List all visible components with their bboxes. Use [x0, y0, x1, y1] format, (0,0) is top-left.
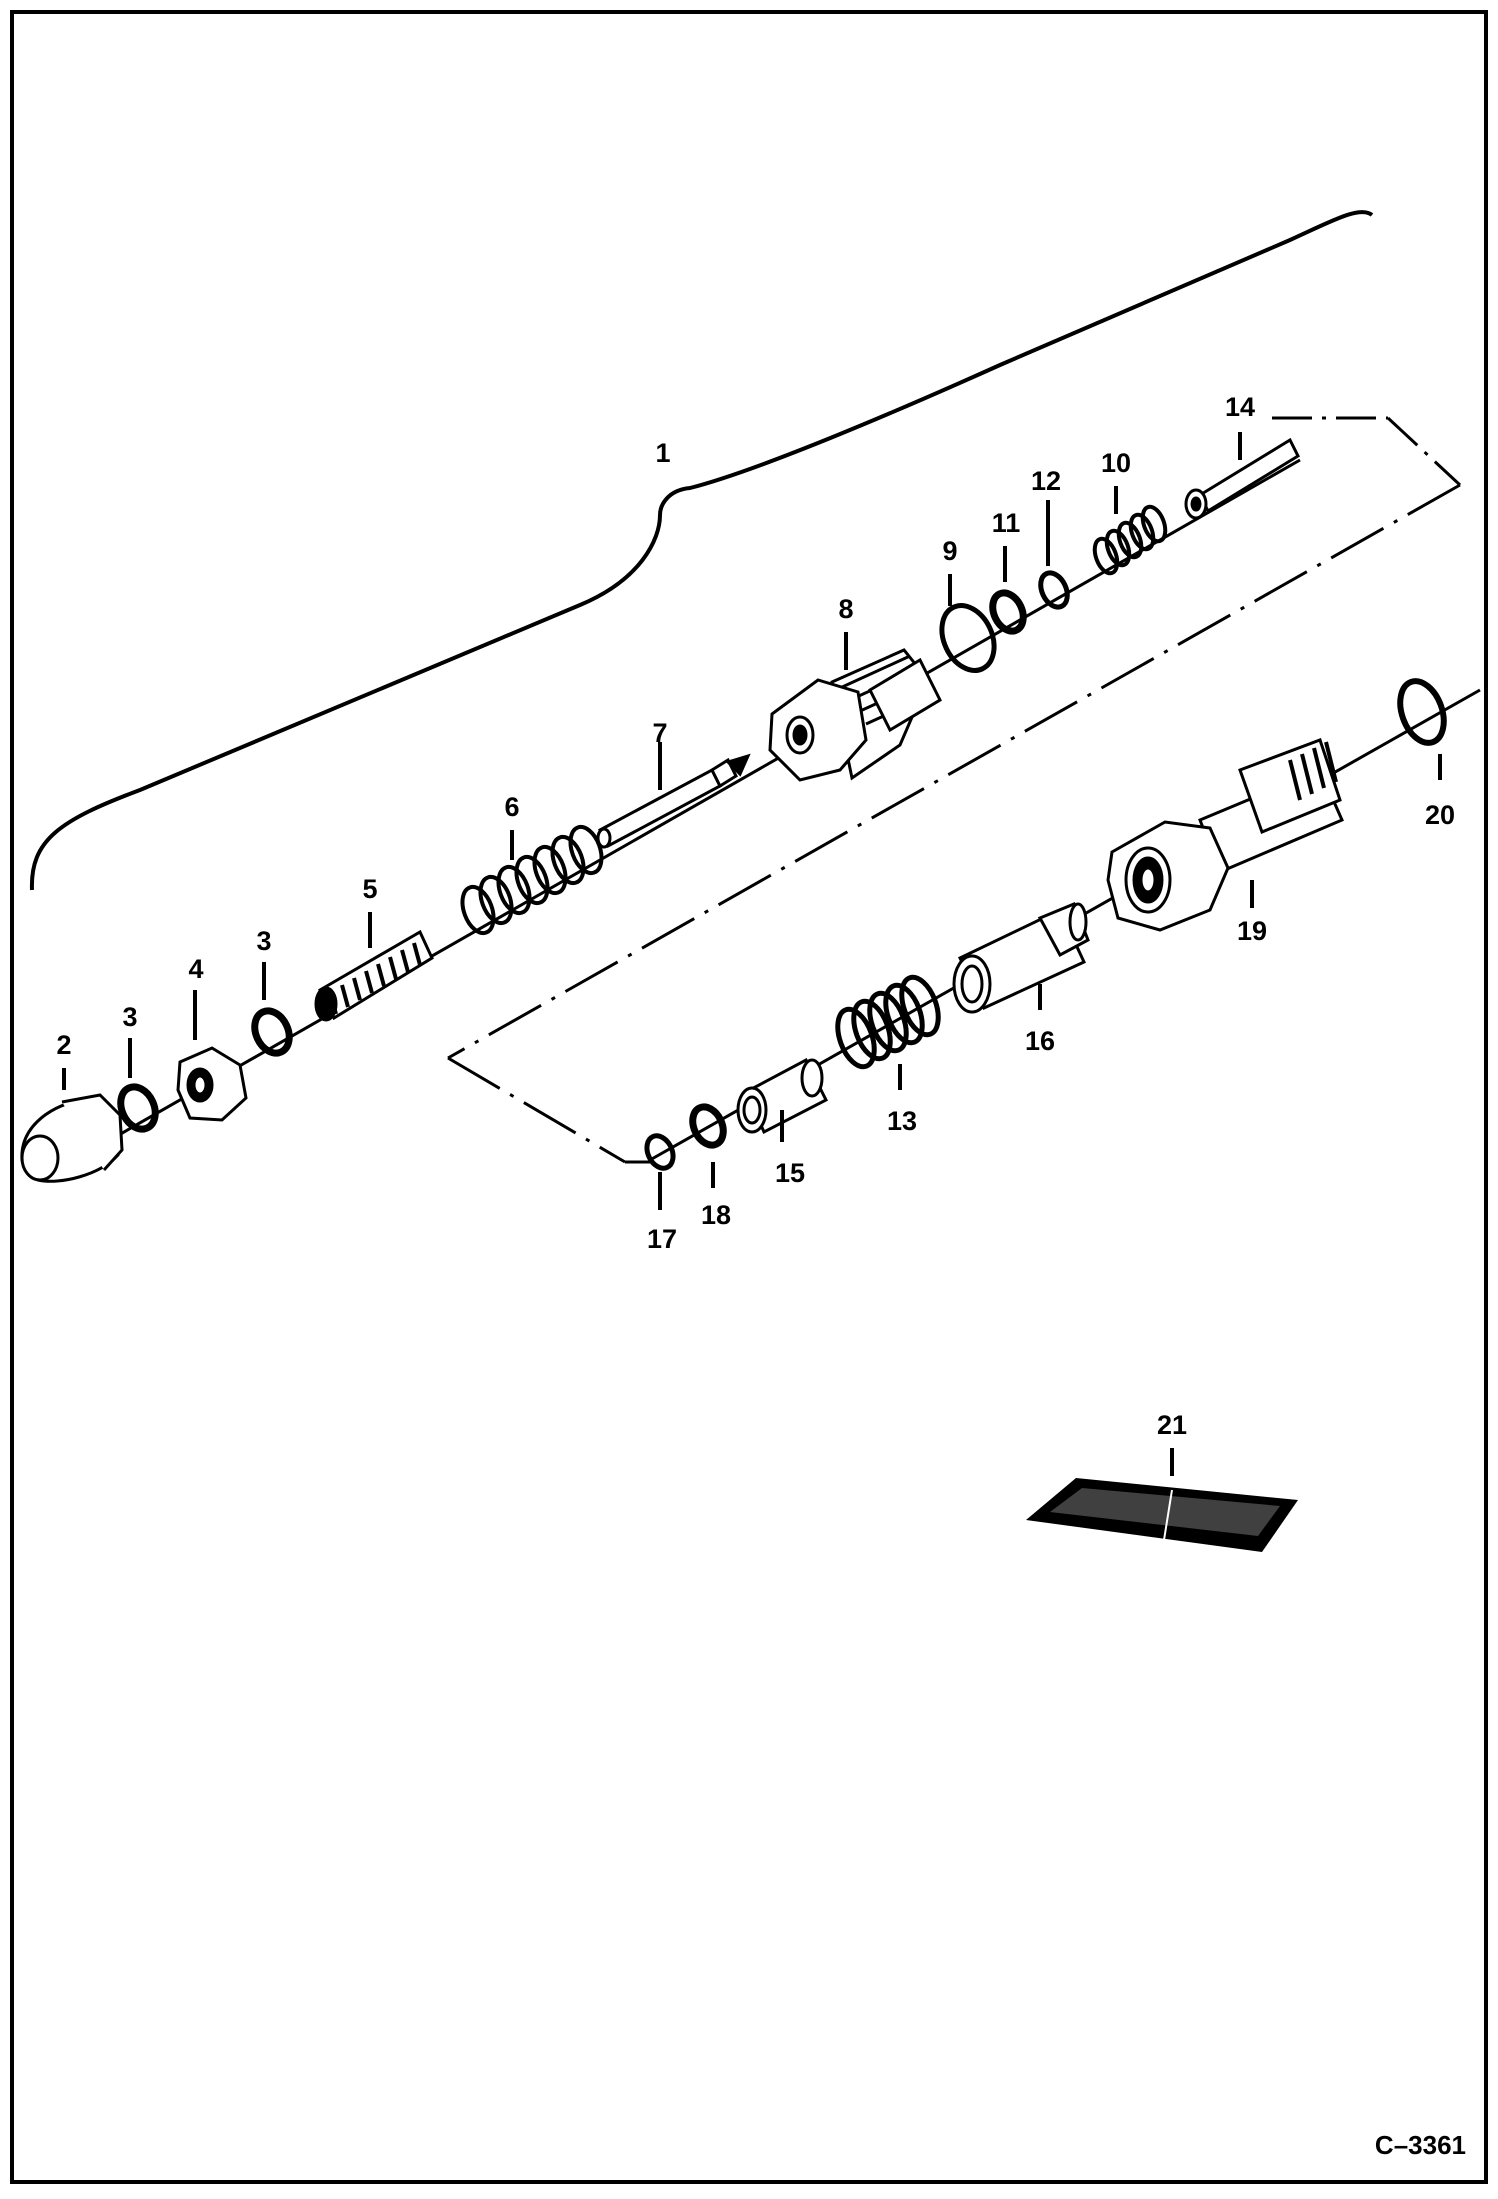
- part-21-kit-label: [1026, 1478, 1298, 1552]
- part-9-ring: [939, 603, 997, 673]
- part-14-pin: [1184, 437, 1300, 520]
- callout-leaders: [62, 432, 1442, 1476]
- callout-6: 6: [504, 792, 519, 822]
- callout-4: 4: [188, 954, 203, 984]
- figure-code: C–3361: [1375, 2130, 1466, 2160]
- assembly-brace: [29, 210, 1374, 891]
- part-20-ring: [1397, 678, 1447, 746]
- part-5-adjusting-screw: [314, 929, 434, 1022]
- callout-18: 18: [701, 1200, 731, 1230]
- part-10-spring: [1092, 504, 1168, 576]
- callout-11: 11: [992, 508, 1021, 538]
- callout-19: 19: [1237, 916, 1267, 946]
- callout-3: 3: [122, 1002, 137, 1032]
- callout-15: 15: [775, 1158, 805, 1188]
- callout-8: 8: [838, 594, 853, 624]
- part-8-valve-body: [768, 648, 942, 782]
- callout-5: 5: [362, 874, 377, 904]
- page-border: [10, 10, 1488, 2184]
- callout-17: 17: [647, 1224, 677, 1254]
- part-6-spring: [460, 824, 604, 936]
- callout-1: 1: [655, 438, 670, 468]
- part-4-nut: [176, 1046, 248, 1122]
- callout-9: 9: [942, 536, 957, 566]
- part-2-plug: [20, 1093, 124, 1183]
- callout-14: 14: [1225, 392, 1255, 422]
- callout-13: 13: [887, 1106, 917, 1136]
- callout-7: 7: [652, 718, 667, 748]
- part-3-seal-ring: [251, 1007, 293, 1057]
- callout-labels: 1 2 3 4 3 5 6 7 8 9 11 12 10 14 20 19 16…: [56, 392, 1455, 1440]
- part-17-ring: [644, 1133, 676, 1171]
- callout-3: 3: [256, 926, 271, 956]
- callout-20: 20: [1425, 800, 1455, 830]
- callout-2: 2: [56, 1030, 71, 1060]
- part-3-seal-ring: [117, 1083, 159, 1133]
- callout-16: 16: [1025, 1026, 1055, 1056]
- part-19-housing: [1106, 738, 1344, 932]
- callout-12: 12: [1031, 466, 1061, 496]
- part-18-ring: [689, 1103, 727, 1149]
- part-12-ring: [1038, 570, 1070, 610]
- part-11-ring: [989, 589, 1027, 635]
- part-13-spring: [835, 974, 941, 1070]
- part-16-spool: [952, 902, 1090, 1014]
- part-7-poppet: [596, 753, 751, 849]
- callout-21: 21: [1157, 1410, 1187, 1440]
- part-15-piston: [736, 1057, 829, 1135]
- callout-10: 10: [1101, 448, 1131, 478]
